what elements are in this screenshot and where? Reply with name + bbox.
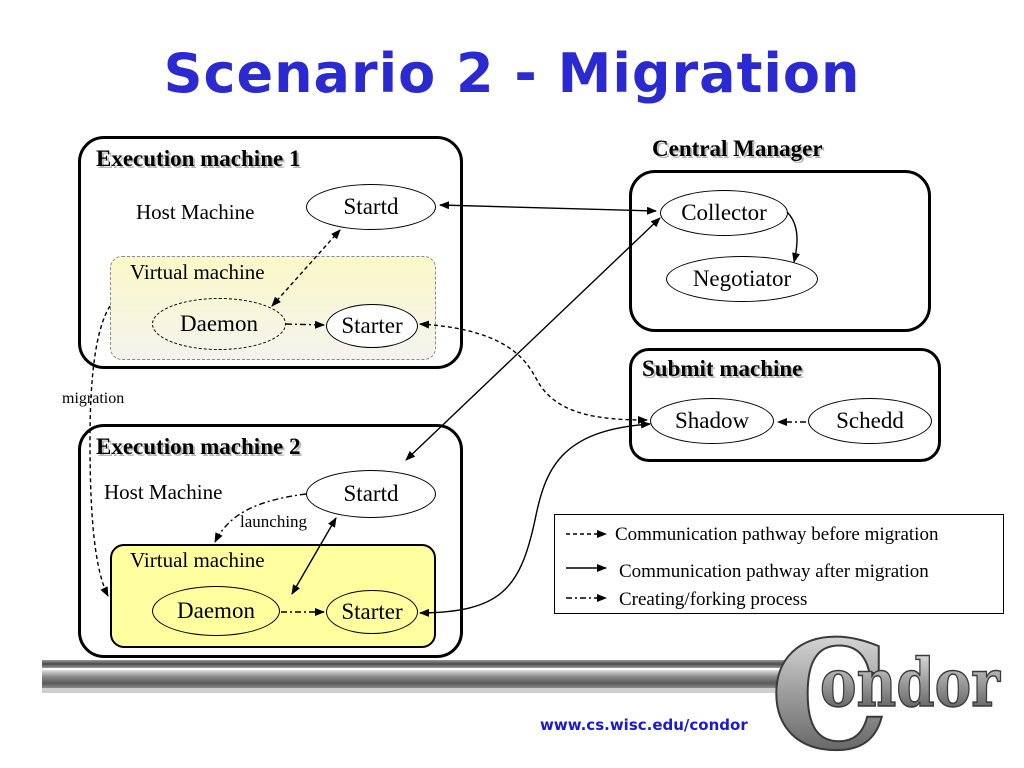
- submit-machine-heading: Submit machine: [642, 356, 803, 381]
- footer-url[interactable]: www.cs.wisc.edu/condor: [540, 716, 748, 734]
- collector-negotiator-link: [786, 211, 800, 263]
- footer-bar-top: [42, 660, 802, 668]
- execution-machine-2-heading: Execution machine 2: [96, 434, 301, 459]
- shadow-node: Shadow: [650, 398, 774, 444]
- execution-machine-1-heading: Execution machine 1: [96, 146, 301, 171]
- shadow-starter2-link: [419, 420, 651, 617]
- slide-title: Scenario 2 - Migration: [163, 42, 861, 105]
- host-machine-2-label: Host Machine: [104, 480, 223, 504]
- host-machine-1-label: Host Machine: [136, 200, 255, 224]
- logo-big-letter: C: [770, 608, 889, 768]
- startd1-daemon1-link: [271, 229, 341, 307]
- legend-after-label: Communication pathway after migration: [619, 561, 929, 582]
- daemon-1-label: Daemon: [180, 311, 258, 336]
- starter-1-node: Starter: [326, 304, 418, 348]
- shadow-label: Shadow: [674, 408, 750, 433]
- schedd-label: Schedd: [836, 408, 904, 433]
- logo-rest: ondor: [820, 644, 1001, 722]
- footer-bar-middle: [42, 670, 802, 690]
- central-manager-heading: Central Manager: [652, 136, 823, 161]
- collector-label: Collector: [681, 200, 767, 225]
- startd-1-label: Startd: [343, 194, 399, 219]
- daemon1-starter1-link: [285, 320, 325, 329]
- negotiator-label: Negotiator: [692, 266, 792, 291]
- launching-link: [214, 493, 307, 543]
- daemon-1-node: Daemon: [152, 298, 286, 350]
- startd2-daemon2-link: [291, 517, 337, 595]
- starter-2-node: Starter: [326, 590, 418, 634]
- virtual-machine-1-label: Virtual machine: [130, 260, 265, 284]
- schedd-node: Schedd: [808, 398, 932, 444]
- migration-label: migration: [62, 390, 125, 407]
- condor-logo: C ondor: [769, 607, 1002, 768]
- collector-startd2-link: [405, 217, 661, 461]
- footer-bar-bottom: [42, 688, 802, 693]
- negotiator-node: Negotiator: [666, 256, 818, 302]
- daemon-2-node: Daemon: [152, 586, 280, 636]
- starter-2-label: Starter: [341, 599, 403, 624]
- startd-2-node: Startd: [306, 470, 436, 518]
- legend-before-label: Communication pathway before migration: [615, 524, 939, 545]
- starter-1-label: Starter: [341, 313, 403, 338]
- legend-forking-label: Creating/forking process: [619, 589, 808, 610]
- virtual-machine-2-label: Virtual machine: [130, 548, 265, 572]
- migration-link: [89, 305, 111, 597]
- daemon-2-label: Daemon: [177, 598, 255, 623]
- startd1-collector-link: [439, 201, 657, 215]
- launching-label: launching: [240, 512, 308, 531]
- startd-2-label: Startd: [343, 481, 399, 506]
